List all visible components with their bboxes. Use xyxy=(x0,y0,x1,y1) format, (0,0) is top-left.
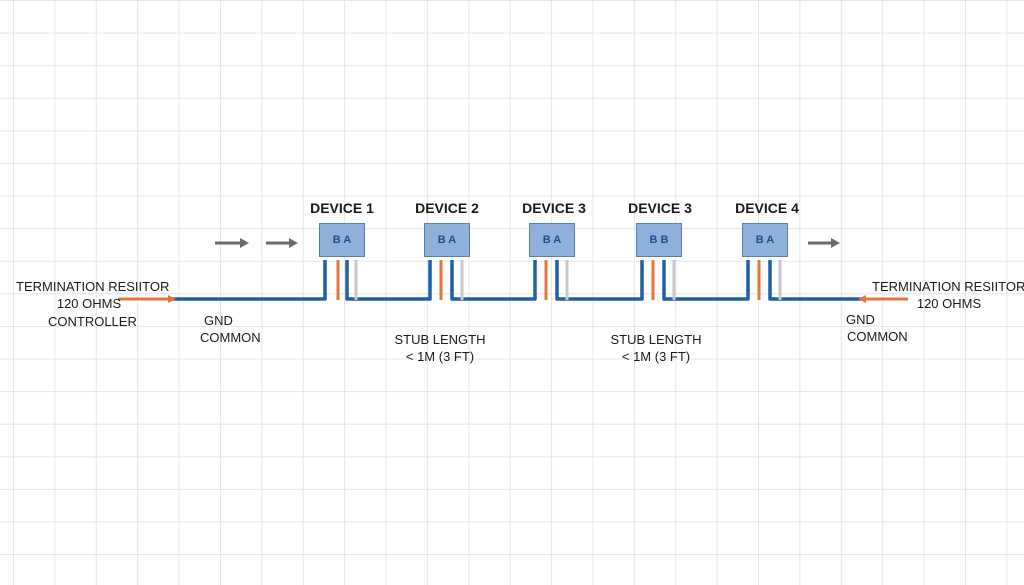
arrow-right-icon xyxy=(266,238,298,248)
stub-length-title: STUB LENGTH xyxy=(610,332,702,347)
arrow-right-icon xyxy=(808,238,840,248)
right-termination-ohms-label: 120 OHMS xyxy=(916,296,982,311)
stub-length-note-2: STUB LENGTH < 1M (3 FT) xyxy=(596,331,716,365)
left-termination-resistor-lead xyxy=(118,295,176,303)
device-title: DEVICE 4 xyxy=(735,200,799,216)
device-terminal-block: B A xyxy=(424,223,470,257)
device-terminal-block: B A xyxy=(529,223,575,257)
bus-wire-device3b-to-device4 xyxy=(662,260,750,301)
device-title: DEVICE 3 xyxy=(628,200,692,216)
bus-wire-left-segment xyxy=(172,260,327,301)
bus-wire-right-segment xyxy=(768,260,862,301)
stub-length-note-1: STUB LENGTH < 1M (3 FT) xyxy=(380,331,500,365)
stub-length-value: < 1M (3 FT) xyxy=(405,349,475,364)
device-terminal-block: B A xyxy=(742,223,788,257)
shield-stubs xyxy=(354,260,782,300)
device-title: DEVICE 3 xyxy=(522,200,586,216)
stub-length-value: < 1M (3 FT) xyxy=(621,349,691,364)
data-stubs xyxy=(336,260,761,300)
left-gnd-label: GND xyxy=(204,313,233,328)
right-termination-resistor-label: TERMINATION RESIITOR xyxy=(872,279,1024,294)
bus-wire-device1-to-device2 xyxy=(345,260,432,301)
device-title: DEVICE 1 xyxy=(310,200,374,216)
stub-length-title: STUB LENGTH xyxy=(394,332,486,347)
direction-arrows xyxy=(215,238,840,248)
right-common-label: COMMON xyxy=(847,329,908,344)
arrow-right-icon xyxy=(215,238,249,248)
right-gnd-label: GND xyxy=(846,312,875,327)
device-terminal-block: B B xyxy=(636,223,682,257)
left-termination-resistor-label: TERMINATION RESIITOR xyxy=(16,279,170,294)
right-termination-resistor-lead xyxy=(858,295,908,303)
device-title: DEVICE 2 xyxy=(415,200,479,216)
bus-wire xyxy=(172,260,862,301)
left-common-label: COMMON xyxy=(200,330,261,345)
controller-label: CONTROLLER xyxy=(48,314,137,329)
device-terminal-block: B A xyxy=(319,223,365,257)
bus-wire-device2-to-device3 xyxy=(450,260,537,301)
left-termination-ohms-label: 120 OHMS xyxy=(56,296,122,311)
bus-wire-device3-to-device3b xyxy=(555,260,644,301)
